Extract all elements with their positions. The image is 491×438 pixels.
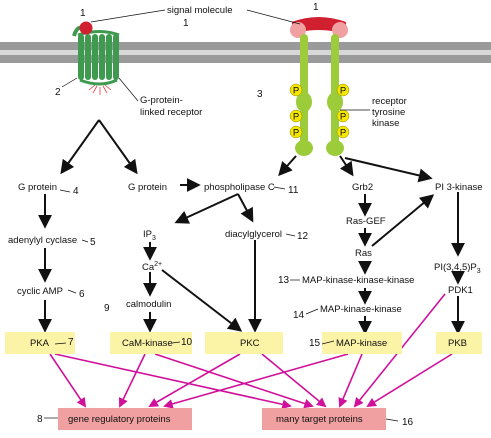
g-protein-right-label: G protein <box>128 182 167 193</box>
callout-number: 6 <box>79 289 85 300</box>
gene-regulatory-label: gene regulatory proteins <box>68 414 171 425</box>
pdk1-label: PDK1 <box>448 285 473 296</box>
cyclic-amp-label: cyclic AMP <box>17 286 63 297</box>
pka-label: PKA <box>30 338 50 349</box>
phosphate-icon <box>336 125 350 139</box>
phosphate-label: P <box>340 128 346 139</box>
callout-number: 1 <box>183 18 189 29</box>
phosphate-label: P <box>340 86 346 97</box>
pi3-kinase-label: PI 3-kinase <box>435 182 483 193</box>
callout-number: 13 <box>278 275 290 286</box>
callout-number: 1 <box>80 8 86 19</box>
pkb-label: PKB <box>448 338 467 349</box>
activation-burst-icon <box>88 84 112 95</box>
phospholipase-c-label: phospholipase C <box>204 182 275 193</box>
phosphate-icon <box>289 125 303 139</box>
plasma-membrane <box>0 42 491 63</box>
phosphate-label: P <box>293 86 299 97</box>
phosphate-groups: P P P P P P <box>289 83 350 139</box>
pip3-label: PI(3,4,5)P3 <box>434 262 481 275</box>
pkc-label: PKC <box>240 338 260 349</box>
gpcr-label-line1: G-protein- <box>140 95 183 106</box>
phosphate-label: P <box>293 112 299 123</box>
mapk-label: MAP-kinase <box>336 338 387 349</box>
gpcr-receptor-icon <box>72 25 120 86</box>
target-box-gene-regulatory: gene regulatory proteins <box>58 408 192 430</box>
callout-number: 5 <box>90 237 96 248</box>
signal-molecule-label: signal molecule <box>167 5 232 16</box>
rtk-label-line2: tyrosine <box>372 107 405 118</box>
phosphate-icon <box>289 109 303 123</box>
many-targets-label: many target proteins <box>276 414 363 425</box>
calmodulin-label: calmodulin <box>126 299 171 310</box>
phosphate-label: P <box>293 128 299 139</box>
callout-number: 15 <box>309 338 321 349</box>
callout-number: 16 <box>402 417 414 428</box>
callout-number: 9 <box>104 303 110 314</box>
callout-number: 14 <box>293 310 305 321</box>
callout-number: 12 <box>297 231 309 242</box>
ras-gef-label: Ras-GEF <box>346 216 386 227</box>
callout-number: 3 <box>257 89 263 100</box>
callout-numbers: 1 1 1 2 3 4 5 6 7 8 9 10 11 12 13 14 15 … <box>37 2 414 428</box>
phosphate-icon <box>336 83 350 97</box>
phosphate-icon <box>289 83 303 97</box>
adenylyl-cyclase-label: adenylyl cyclase <box>8 235 77 246</box>
ca2-label: Ca2+ <box>142 261 162 273</box>
kinase-box-pkb: PKB <box>436 332 482 354</box>
pathway-arrows-black <box>38 119 465 335</box>
callout-number: 10 <box>181 337 193 348</box>
rtk-receptor-icon <box>290 17 348 156</box>
kinase-box-camk: CaM-kinase <box>110 332 192 354</box>
g-protein-left-label: G protein <box>18 182 57 193</box>
kinase-box-pka: PKA <box>5 332 75 354</box>
ip3-label: IP3 <box>143 229 156 242</box>
camk-label: CaM-kinase <box>122 338 173 349</box>
grb2-label: Grb2 <box>352 182 373 193</box>
rtk-label-line1: receptor <box>372 96 407 107</box>
ras-label: Ras <box>355 248 372 259</box>
phosphate-label: P <box>340 112 346 123</box>
callout-number: 4 <box>73 186 79 197</box>
kinase-box-pkc: PKC <box>205 332 283 354</box>
callout-number: 8 <box>37 414 43 425</box>
callout-number: 2 <box>55 87 61 98</box>
rtk-label-line3: kinase <box>372 118 399 129</box>
target-box-many-targets: many target proteins <box>262 408 386 430</box>
mapkk-label: MAP-kinase-kinase <box>320 304 402 315</box>
callout-number: 7 <box>68 337 74 348</box>
kinase-box-mapk: MAP-kinase <box>322 332 402 354</box>
callout-number: 11 <box>288 185 299 196</box>
signal-molecule-gpcr-icon <box>79 21 93 35</box>
callout-number: 1 <box>313 2 319 13</box>
mapkkk-label: MAP-kinase-kinase-kinase <box>302 275 414 286</box>
diacylglycerol-label: diacylglycerol <box>225 229 282 240</box>
gpcr-label-line2: linked receptor <box>140 107 202 118</box>
